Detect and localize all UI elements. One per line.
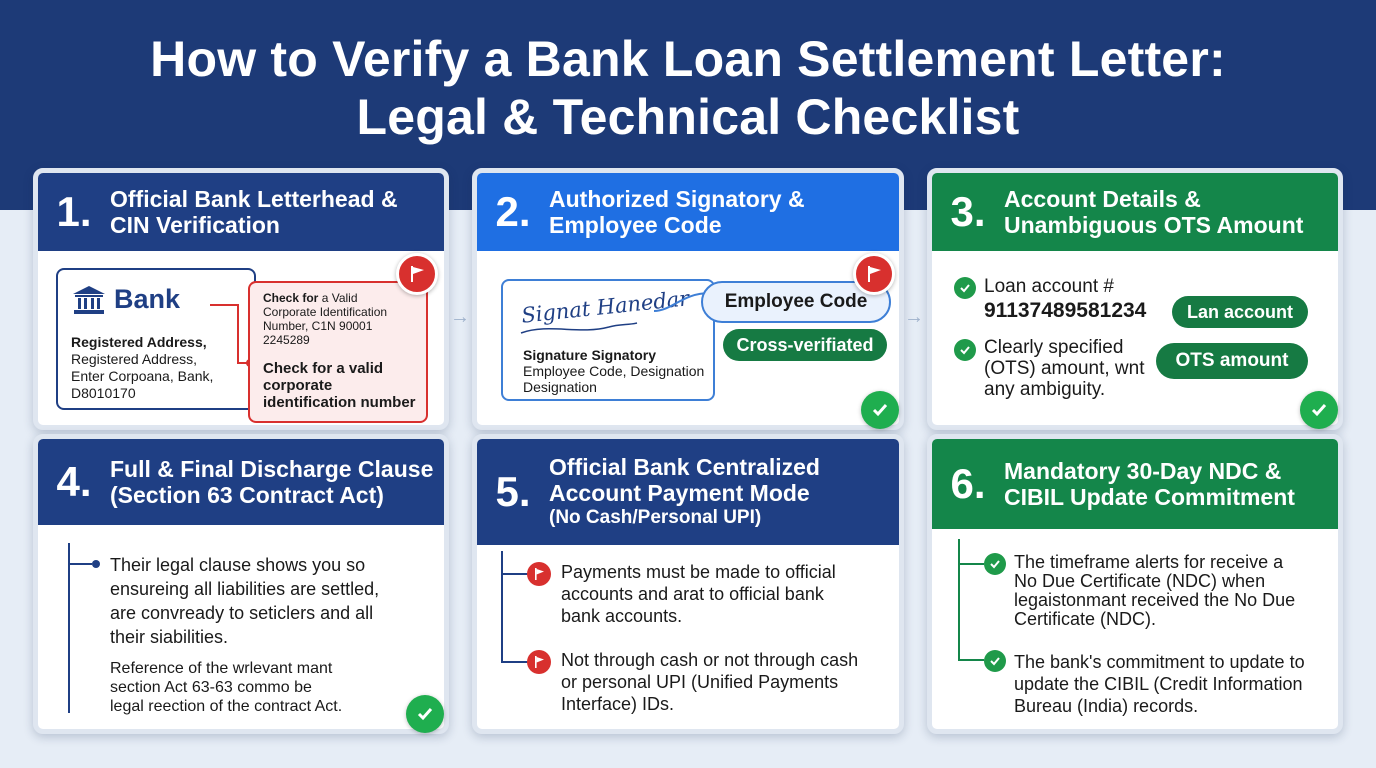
official-accounts-text: Payments must be made to official accoun…	[561, 562, 836, 626]
card-number: 6.	[950, 460, 986, 507]
employee-code-label: Employee Code	[701, 281, 891, 323]
check-icon	[984, 650, 1006, 672]
card-discharge-clause: 4. Full & Final Discharge Clause (Sectio…	[33, 434, 449, 734]
no-cash-upi-text: Not through cash or not through cash or …	[561, 650, 859, 714]
card-heading: Full & Final Discharge Clause (Section 6…	[110, 456, 434, 508]
card-number: 2.	[495, 188, 531, 235]
letterhead-sample: Bank Registered Address, Registered Addr…	[56, 268, 256, 410]
card-header: 3. Account Details & Unambiguous OTS Amo…	[932, 173, 1338, 251]
card-number: 1.	[56, 188, 92, 235]
card-account-ots: 3. Account Details & Unambiguous OTS Amo…	[927, 168, 1343, 430]
signature-sample: Signat Hanedar Signature Signatory Emplo…	[501, 279, 715, 401]
bank-name: Bank	[114, 284, 181, 314]
loan-account-number: 91137489581234	[984, 299, 1147, 322]
cibil-update-text: The bank's commitment to update to updat…	[1014, 652, 1305, 716]
check-icon	[406, 695, 444, 733]
card-heading: Authorized Signatory & Employee Code	[549, 186, 805, 238]
card-header: 2. Authorized Signatory & Employee Code	[477, 173, 899, 251]
flag-icon	[527, 650, 551, 674]
timeline-line	[68, 543, 70, 713]
check-icon	[954, 277, 976, 299]
card-header: 6. Mandatory 30-Day NDC & CIBIL Update C…	[932, 439, 1338, 529]
timeline-line	[958, 539, 960, 659]
card-header: 1. Official Bank Letterhead & CIN Verifi…	[38, 173, 444, 251]
bullet-dot-icon	[92, 560, 100, 568]
card-heading: Mandatory 30-Day NDC & CIBIL Update Comm…	[1004, 458, 1295, 510]
check-icon	[861, 391, 899, 429]
check-icon	[984, 553, 1006, 575]
timeline-line	[501, 551, 503, 661]
card-number: 3.	[950, 188, 986, 235]
loan-account-pill: Lan account	[1172, 296, 1308, 328]
card-number: 5.	[495, 468, 531, 515]
arrow-right-icon: →	[450, 306, 470, 328]
check-icon	[1300, 391, 1338, 429]
loan-account-label: Loan account #	[984, 276, 1114, 297]
ots-amount-pill: OTS amount	[1156, 343, 1308, 379]
card-heading: Account Details & Unambiguous OTS Amount	[1004, 186, 1304, 238]
card-header: 4. Full & Final Discharge Clause (Sectio…	[38, 439, 444, 525]
card-payment-mode: 5. Official Bank Centralized Account Pay…	[472, 434, 904, 734]
cin-check-text: Check for a valid corporate identificati…	[263, 360, 416, 411]
card-number: 4.	[56, 458, 92, 505]
ndc-timeframe-text: The timeframe alerts for receive a No Du…	[1014, 552, 1296, 629]
section-reference-text: Reference of the wrlevant mant section A…	[110, 660, 343, 715]
registered-address: Registered Address, Registered Address, …	[71, 334, 214, 401]
card-ndc-cibil: 6. Mandatory 30-Day NDC & CIBIL Update C…	[927, 434, 1343, 734]
card-header: 5. Official Bank Centralized Account Pay…	[477, 439, 899, 545]
discharge-clause-text: Their legal clause shows you so ensurein…	[110, 555, 380, 647]
page-title: How to Verify a Bank Loan Settlement Let…	[150, 31, 1226, 145]
signature-underline	[520, 322, 638, 334]
flag-icon	[396, 253, 438, 295]
cross-verified-pill: Cross-verifiated	[723, 329, 887, 361]
flag-icon	[853, 253, 895, 295]
bank-icon	[72, 285, 106, 315]
ots-description: Clearly specified (OTS) amount, wnt any …	[984, 337, 1145, 400]
arrow-right-icon: →	[904, 306, 924, 328]
card-letterhead-cin: 1. Official Bank Letterhead & CIN Verifi…	[33, 168, 449, 430]
flag-icon	[527, 562, 551, 586]
card-signatory: 2. Authorized Signatory & Employee Code …	[472, 168, 904, 430]
card-heading: Official Bank Letterhead & CIN Verificat…	[110, 186, 398, 238]
card-heading: Official Bank Centralized Account Paymen…	[549, 454, 820, 528]
cin-check-box: Check for a Valid Corporate Identificati…	[248, 281, 428, 423]
check-icon	[954, 339, 976, 361]
